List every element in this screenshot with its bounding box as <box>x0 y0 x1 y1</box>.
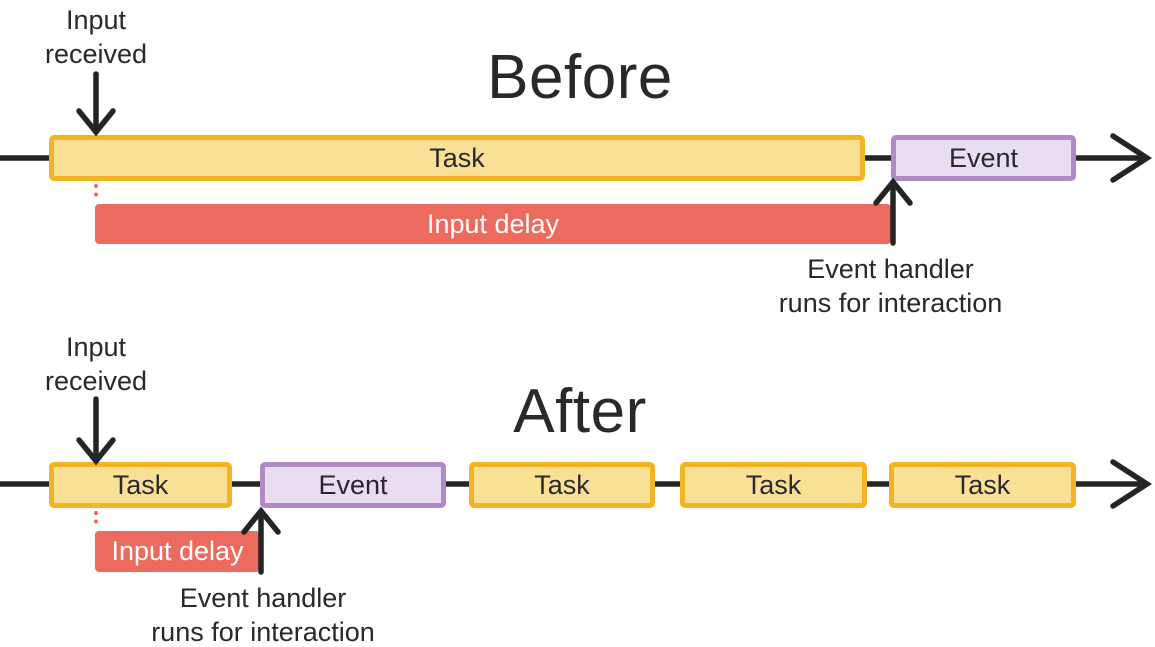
before-event-handler-label: Event handler runs for interaction <box>778 254 1003 318</box>
after-task-2-label: Task <box>534 469 590 500</box>
before-input-delay-bar: Input delay <box>95 204 891 244</box>
after-event-bar: Event <box>260 462 446 508</box>
before-input-received-label: Input received <box>44 5 148 69</box>
after-task-bar-2: Task <box>469 462 655 508</box>
before-task-bar: Task <box>49 135 865 181</box>
before-input-down-arrow-icon <box>76 71 116 137</box>
after-task-4-label: Task <box>954 469 1011 500</box>
after-event-label: Event <box>318 469 388 500</box>
before-event-label: Event <box>948 142 1019 173</box>
after-input-delay-bar: Input delay <box>95 531 260 572</box>
after-event-handler-label: Event handler runs for interaction <box>151 583 375 647</box>
after-input-received-label: Input received <box>44 332 148 396</box>
before-input-delay-label: Input delay <box>426 208 560 239</box>
after-task-bar-4: Task <box>889 462 1076 508</box>
after-task-bar-3: Task <box>680 462 867 508</box>
after-input-delay-label: Input delay <box>111 536 244 566</box>
before-task-label: Task <box>429 142 485 173</box>
after-input-down-arrow-icon <box>76 396 116 466</box>
before-event-bar: Event <box>891 135 1076 181</box>
before-section-title: Before <box>487 43 673 112</box>
after-task-1-label: Task <box>112 469 169 500</box>
after-task-bar-1: Task <box>49 462 232 508</box>
after-task-3-label: Task <box>745 469 802 500</box>
after-section-title: After <box>513 377 647 446</box>
